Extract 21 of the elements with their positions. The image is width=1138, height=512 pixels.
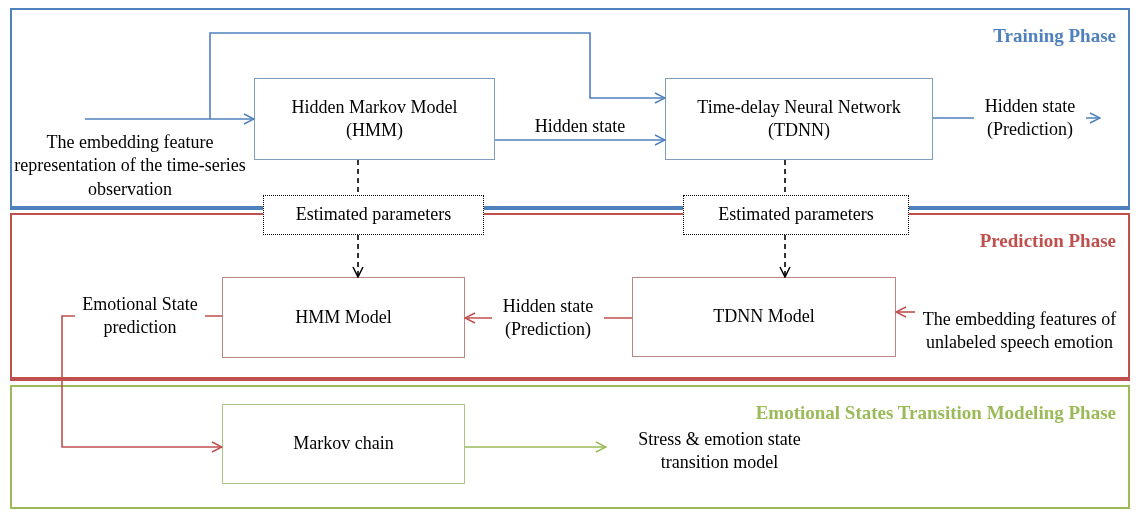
arrow [84, 113, 255, 125]
dashed-arrow [352, 234, 364, 278]
output-text: Stress & emotion state transition model [606, 428, 821, 484]
parameter-box: Estimated parameters [683, 195, 909, 235]
process-box: Hidden Markov Model (HMM) [254, 78, 495, 160]
arrow [464, 441, 607, 453]
parameter-box: Estimated parameters [263, 195, 484, 235]
process-box: HMM Model [222, 277, 465, 358]
process-box: Time-delay Neural Network (TDNN) [665, 78, 933, 160]
phase-title: Emotional States Transition Modeling Phase [755, 401, 1116, 425]
process-box: TDNN Model [632, 277, 896, 357]
process-box: Markov chain [222, 404, 465, 484]
arrow [209, 32, 666, 120]
input-text: The embedding feature representation of the time-series observation [14, 119, 246, 205]
input-text: The embedding features of unlabeled speech emotion [915, 296, 1120, 366]
dashed-arrow [779, 234, 791, 278]
phase-title: Prediction Phase [979, 229, 1116, 253]
phase-panel [10, 385, 1130, 509]
phase-title: Training Phase [993, 24, 1116, 48]
arrow [895, 306, 916, 318]
arrow [494, 134, 666, 146]
